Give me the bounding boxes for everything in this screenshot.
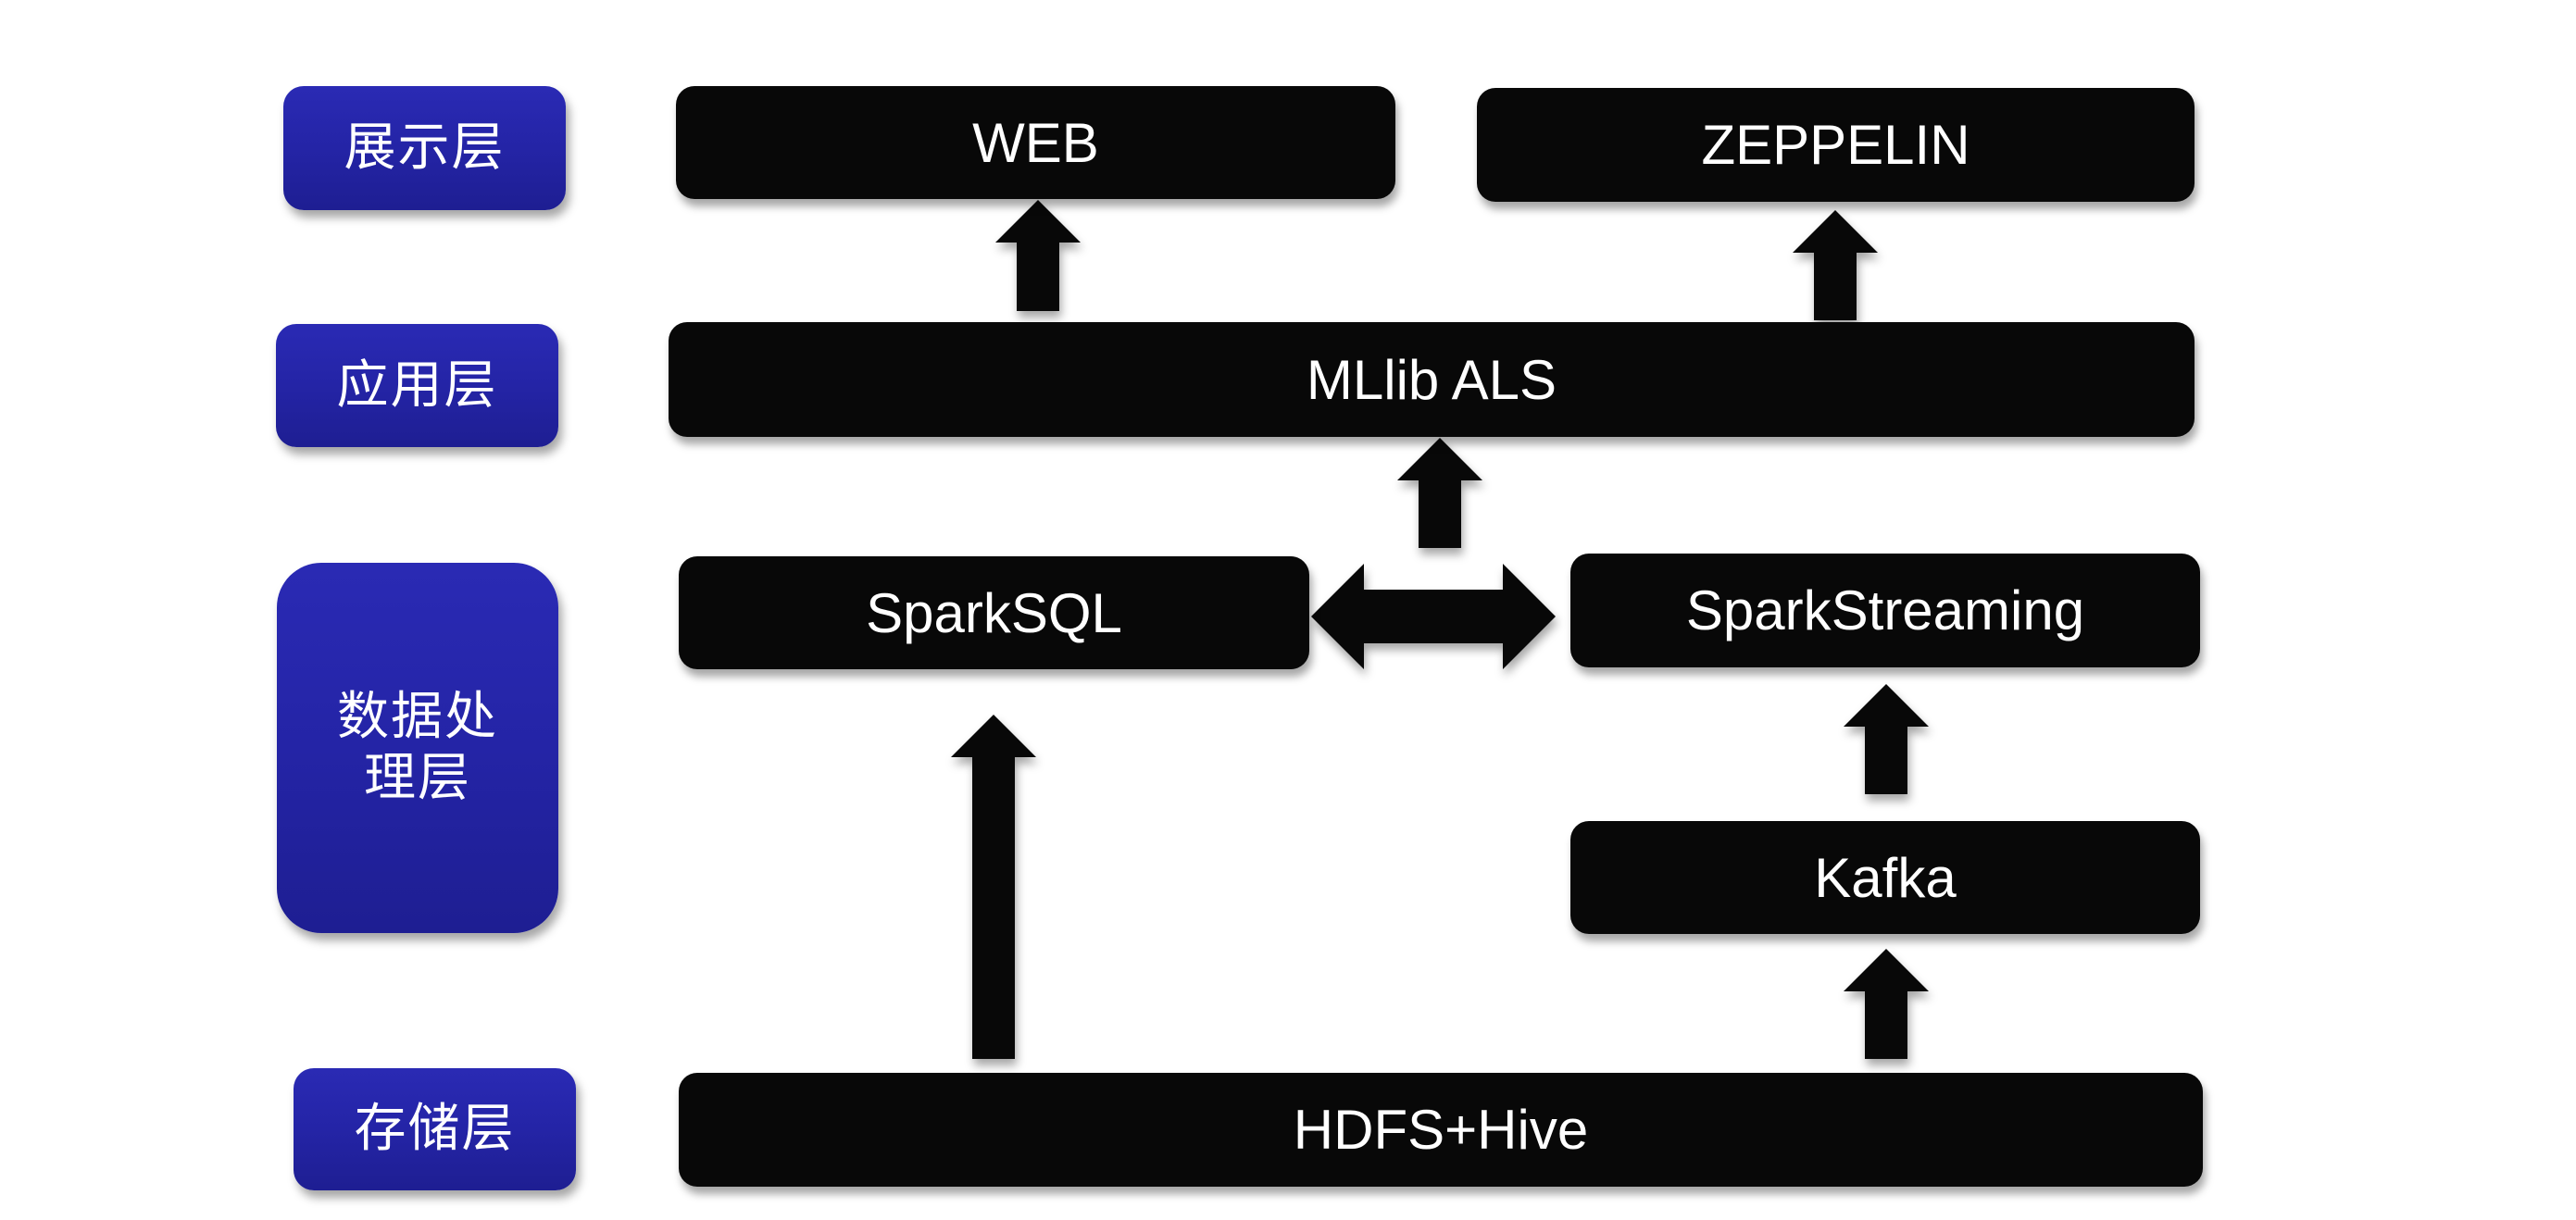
arrow-hdfs-to-kafka xyxy=(1844,949,1929,1059)
arrow-kafka-to-sparkstreaming xyxy=(1844,684,1929,794)
node-sparkstreaming-label: SparkStreaming xyxy=(1685,579,2085,641)
layer-label-storage-text: 存储层 xyxy=(354,1099,516,1159)
layer-label-processing-text: 数据处 理层 xyxy=(337,687,498,808)
arrow-hdfs-to-sparksql xyxy=(951,715,1036,1059)
node-hdfs-hive-label: HDFS+Hive xyxy=(1293,1099,1589,1161)
node-kafka-label: Kafka xyxy=(1814,846,1957,909)
node-zeppelin: ZEPPELIN xyxy=(1477,88,2195,202)
node-sparksql: SparkSQL xyxy=(679,556,1309,669)
layer-label-processing: 数据处 理层 xyxy=(277,563,558,933)
arrow-mllib-to-web xyxy=(995,200,1081,311)
arrow-mllib-to-zeppelin xyxy=(1793,210,1878,320)
node-mllib-als: MLlib ALS xyxy=(669,322,2195,437)
layer-label-storage: 存储层 xyxy=(294,1068,576,1190)
node-web: WEB xyxy=(676,86,1395,199)
node-kafka: Kafka xyxy=(1570,821,2200,934)
node-web-label: WEB xyxy=(972,111,1099,174)
layer-label-application: 应用层 xyxy=(276,324,558,447)
layer-label-presentation-text: 展示层 xyxy=(344,118,506,178)
node-mllib-als-label: MLlib ALS xyxy=(1306,348,1557,411)
node-sparkstreaming: SparkStreaming xyxy=(1570,554,2200,667)
arrow-processing-to-mllib xyxy=(1397,438,1482,548)
layer-label-application-text: 应用层 xyxy=(336,355,498,416)
node-hdfs-hive: HDFS+Hive xyxy=(679,1073,2203,1187)
node-sparksql-label: SparkSQL xyxy=(866,581,1122,644)
layer-label-presentation: 展示层 xyxy=(283,86,566,210)
arrow-sparksql-sparkstreaming-bidirectional xyxy=(1311,564,1556,669)
node-zeppelin-label: ZEPPELIN xyxy=(1701,114,1970,176)
